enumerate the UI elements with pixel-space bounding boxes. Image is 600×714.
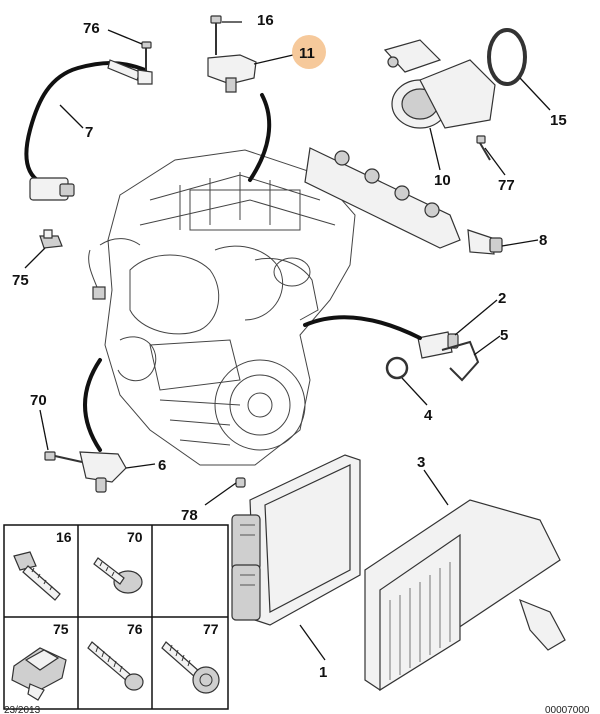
callout-76: 76 xyxy=(83,20,100,37)
callout-8: 8 xyxy=(539,232,547,249)
part-7-sensor-cable xyxy=(24,59,153,201)
part-3-ecu-bracket xyxy=(364,499,566,692)
callout-3: 3 xyxy=(417,454,425,471)
callout-16: 16 xyxy=(257,12,274,29)
part-6-sensor xyxy=(79,358,127,493)
callout-2: 2 xyxy=(498,290,506,307)
callout-15: 15 xyxy=(550,112,567,129)
callout-11: 11 xyxy=(299,45,315,62)
callout-5: 5 xyxy=(500,327,508,344)
callout-4: 4 xyxy=(424,407,433,424)
flange-bolt-icon xyxy=(13,551,61,601)
table-cell-76-label: 76 xyxy=(127,621,143,637)
callout-1: 1 xyxy=(319,664,327,681)
part-11-sensor xyxy=(207,54,272,182)
part-16-bolt xyxy=(210,15,222,55)
table-cell-77-label: 77 xyxy=(203,621,219,637)
part-15-seal-ring xyxy=(487,28,527,86)
callouts: 76 16 11 15 7 10 77 8 75 2 5 4 70 6 3 78… xyxy=(12,12,567,681)
callout-7: 7 xyxy=(85,124,93,141)
callout-75: 75 xyxy=(12,272,29,289)
table-cell-16-label: 16 xyxy=(56,529,72,545)
callout-11-highlight xyxy=(292,35,326,69)
part-4-o-ring xyxy=(385,356,409,380)
part-75-clip xyxy=(39,229,63,249)
part-5-clip xyxy=(441,340,480,382)
fastener-table: 16 70 75 76 77 xyxy=(3,524,229,710)
table-cell-75-label: 75 xyxy=(53,621,69,637)
part-2-temperature-sensor xyxy=(303,315,459,359)
callout-70: 70 xyxy=(30,392,47,409)
washer-bolt-icon xyxy=(93,557,143,594)
callout-10: 10 xyxy=(434,172,451,189)
screw-icon xyxy=(87,641,144,691)
part-8-rail-pressure-sensor xyxy=(467,229,503,255)
part-77-screw-top xyxy=(476,135,491,161)
clip-nut-icon xyxy=(11,647,67,701)
callout-6: 6 xyxy=(158,457,166,474)
part-10-airflow-meter xyxy=(383,39,496,129)
engine-assembly xyxy=(88,149,356,466)
table-cell-70-label: 70 xyxy=(127,529,143,545)
part-1-ecu xyxy=(231,454,361,626)
part-78-screw xyxy=(235,477,246,488)
footer-right-code: 00007000 xyxy=(545,705,590,714)
callout-78: 78 xyxy=(181,507,198,524)
part-76-screw xyxy=(141,41,152,70)
fuel-rail xyxy=(304,147,461,249)
leader-lines xyxy=(24,21,551,661)
part-70-bolt xyxy=(44,451,83,463)
callout-77: 77 xyxy=(498,177,515,194)
round-head-screw-icon xyxy=(161,641,220,694)
footer-left-code: 23/2013 xyxy=(4,705,41,714)
